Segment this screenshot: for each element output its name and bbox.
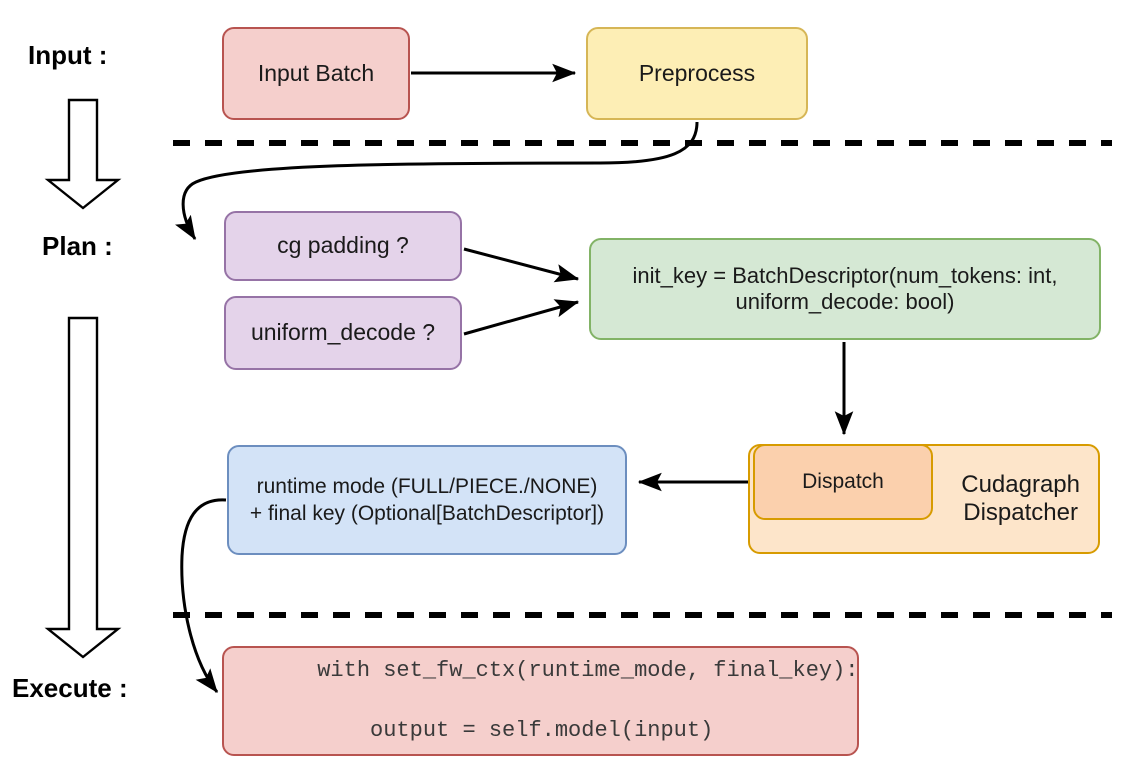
cg-padding-to-init-key — [463, 247, 580, 283]
uniform-decode-to-init-key — [463, 299, 580, 336]
node-input-batch[interactable]: Input Batch — [222, 27, 410, 120]
cudagraph-dispatcher-line-1: Cudagraph — [961, 470, 1080, 498]
stage-label-execute: Execute : — [12, 673, 128, 703]
input-to-plan-arrow — [44, 98, 122, 210]
node-execute-code[interactable]: with set_fw_ctx(runtime_mode, final_key)… — [222, 646, 859, 756]
cudagraph-dispatcher-line-2: Dispatcher — [963, 499, 1078, 526]
init-key-line-1: init_key = BatchDescriptor(num_tokens: i… — [632, 263, 1058, 289]
node-runtime-mode[interactable]: runtime mode (FULL/PIECE./NONE) + final … — [227, 445, 627, 555]
stage-label-input: Input : — [28, 40, 108, 70]
node-dispatch[interactable]: Dispatch — [753, 444, 933, 520]
cudagraph-dispatcher-text: Cudagraph Dispatcher — [961, 471, 1080, 528]
node-init-key[interactable]: init_key = BatchDescriptor(num_tokens: i… — [589, 238, 1101, 340]
runtime-mode-line-2: + final key (Optional[BatchDescriptor]) — [249, 502, 605, 525]
init-key-text: init_key = BatchDescriptor(num_tokens: i… — [633, 263, 1058, 315]
stage-label-plan: Plan : — [42, 231, 113, 261]
runtime-mode-to-execute-code — [180, 498, 227, 693]
runtime-mode-text: runtime mode (FULL/PIECE./NONE) + final … — [250, 473, 604, 528]
runtime-mode-line-1: runtime mode (FULL/PIECE./NONE) — [256, 474, 598, 498]
node-preprocess[interactable]: Preprocess — [586, 27, 808, 120]
execute-code-text: with set_fw_ctx(runtime_mode, final_key)… — [238, 627, 859, 770]
plan-to-execute-arrow — [44, 316, 122, 659]
node-cg-padding[interactable]: cg padding ? — [224, 211, 462, 281]
execute-code-line-2: output = self.model(input) — [317, 717, 714, 743]
execute-code-line-1: with set_fw_ctx(runtime_mode, final_key)… — [317, 658, 859, 684]
node-uniform-decode[interactable]: uniform_decode ? — [224, 296, 462, 370]
init-key-line-2: uniform_decode: bool) — [735, 289, 955, 314]
